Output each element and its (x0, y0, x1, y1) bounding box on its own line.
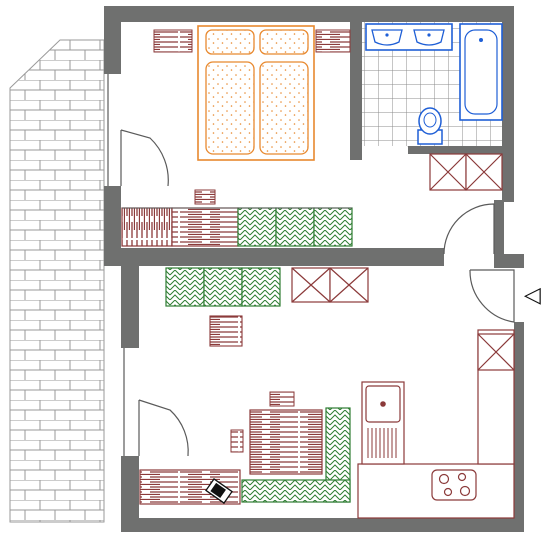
bathtub-inner (464, 29, 498, 115)
nightstand-left (153, 29, 193, 53)
entrance-door (469, 269, 515, 323)
living-cabinet (291, 267, 369, 303)
stool (209, 315, 243, 347)
drain-board (367, 428, 397, 458)
bathroom (362, 22, 503, 146)
balcony-door-upper (107, 74, 169, 187)
bedroom-furniture (121, 25, 353, 247)
wall-bath-bottom (408, 146, 514, 154)
bathtub-drain (479, 38, 483, 42)
wall-top (104, 6, 514, 22)
chair-left (230, 429, 244, 453)
wall-bath-left (350, 22, 362, 160)
chair-top (269, 391, 295, 407)
wall-left-post (121, 266, 139, 348)
corner-bench (241, 407, 351, 503)
wall-corridor-right (494, 200, 504, 268)
bedroom-stool (194, 189, 216, 205)
wall-bottom (121, 518, 524, 532)
toilet (417, 107, 443, 145)
sideboard-green (165, 267, 281, 307)
nightstand-right (315, 29, 351, 53)
dining-table (249, 409, 323, 475)
entrance-marker: ◁ (524, 283, 541, 308)
wall-right-upper (502, 6, 514, 202)
wall-left-upper (104, 6, 121, 74)
wardrobe (121, 207, 353, 247)
kitchen (357, 329, 515, 519)
living-room-furniture (139, 267, 369, 505)
wall-left-mid (104, 186, 121, 266)
tv-set (205, 478, 233, 504)
wall-right-lower (514, 322, 524, 532)
balcony-door-lower (123, 348, 189, 457)
bedroom-door (443, 203, 495, 255)
corridor-cabinet (429, 153, 503, 191)
wall-bedroom-bottom-a (104, 248, 354, 266)
double-bed (197, 25, 315, 161)
double-sink (365, 23, 453, 51)
wall-left-lower (121, 456, 139, 532)
walls (104, 6, 524, 532)
cooktop (431, 469, 477, 501)
wall-bedroom-bottom-b (354, 248, 444, 266)
balcony (9, 39, 105, 523)
